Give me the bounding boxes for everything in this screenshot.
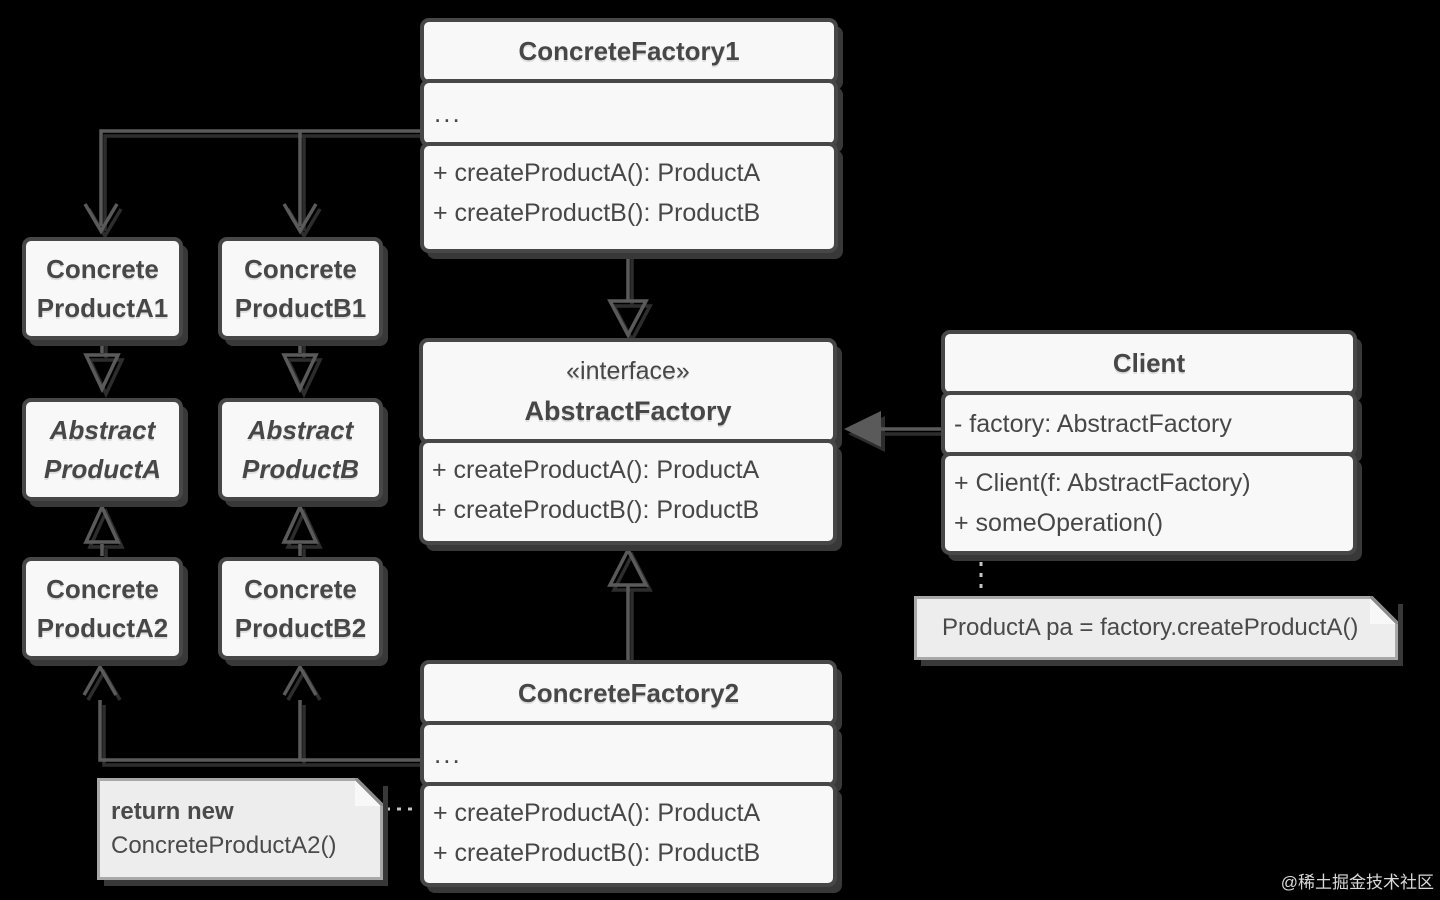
class-methods: + createProductA(): ProductA + createPro… bbox=[420, 142, 838, 253]
title-line-1: Concrete bbox=[244, 573, 357, 604]
title-line-2: ProductA2 bbox=[36, 612, 169, 643]
class-fields: ... bbox=[420, 79, 838, 147]
method-some-operation: + someOperation() bbox=[954, 509, 1164, 537]
class-title: Client bbox=[941, 330, 1357, 396]
title-line-1: Concrete bbox=[244, 253, 357, 284]
method-create-product-a: + createProductA(): ProductA bbox=[432, 456, 760, 484]
title-line-1: Concrete bbox=[46, 573, 159, 604]
class-concrete-factory-1: ConcreteFactory1 ... + createProductA():… bbox=[420, 18, 838, 253]
class-abstract-factory: «interface» AbstractFactory + createProd… bbox=[419, 338, 837, 545]
note-text: ProductA pa = factory.createProductA() bbox=[942, 614, 1359, 641]
note-factory2-return: return new ConcreteProductA2() bbox=[97, 778, 383, 880]
class-methods: + createProductA(): ProductA + createPro… bbox=[420, 782, 837, 887]
class-title: Concrete ProductA2 bbox=[22, 557, 183, 660]
title-line-2: ProductA bbox=[44, 453, 161, 484]
class-title: ConcreteFactory2 bbox=[420, 660, 837, 726]
title-line-2: ProductA1 bbox=[36, 292, 169, 323]
method-client-constructor: + Client(f: AbstractFactory) bbox=[954, 469, 1251, 497]
class-title: Abstract ProductB bbox=[218, 398, 383, 501]
class-methods: + createProductA(): ProductA + createPro… bbox=[419, 439, 837, 545]
class-client: Client - factory: AbstractFactory + Clie… bbox=[941, 330, 1357, 555]
class-title: Concrete ProductB2 bbox=[218, 557, 383, 660]
note-client-usage: ProductA pa = factory.createProductA() bbox=[914, 596, 1398, 660]
class-fields: - factory: AbstractFactory bbox=[941, 391, 1357, 457]
title-line-2: ProductB bbox=[242, 453, 359, 484]
title-line-1: Abstract bbox=[49, 414, 156, 445]
class-methods: + Client(f: AbstractFactory) + someOpera… bbox=[941, 452, 1357, 555]
watermark-text: @稀土掘金技术社区 bbox=[1280, 873, 1434, 892]
interface-name: AbstractFactory bbox=[524, 396, 732, 426]
method-create-product-a: + createProductA(): ProductA bbox=[433, 799, 761, 827]
note-fold-corner-icon bbox=[355, 778, 383, 806]
class-fields: ... bbox=[420, 721, 837, 787]
title-line-2: ProductB1 bbox=[234, 292, 367, 323]
class-concrete-product-b2: Concrete ProductB2 bbox=[218, 557, 383, 660]
class-title: ConcreteFactory1 bbox=[420, 18, 838, 84]
class-concrete-product-a2: Concrete ProductA2 bbox=[22, 557, 183, 660]
class-concrete-product-b1: Concrete ProductB1 bbox=[218, 237, 383, 340]
title-line-2: ProductB2 bbox=[234, 612, 367, 643]
title-line-1: Concrete bbox=[46, 253, 159, 284]
class-abstract-product-b: Abstract ProductB bbox=[218, 398, 383, 501]
class-abstract-product-a: Abstract ProductA bbox=[22, 398, 183, 501]
note-fold-corner-icon bbox=[1370, 596, 1398, 624]
note-text-line-2: ConcreteProductA2() bbox=[111, 832, 337, 859]
class-title: Abstract ProductA bbox=[22, 398, 183, 501]
class-title: Concrete ProductA1 bbox=[22, 237, 183, 340]
class-title: Concrete ProductB1 bbox=[218, 237, 383, 340]
method-create-product-a: + createProductA(): ProductA bbox=[433, 159, 761, 187]
attribute-factory: - factory: AbstractFactory bbox=[954, 410, 1232, 438]
title-line-1: Abstract bbox=[247, 414, 354, 445]
interface-stereotype: «interface» bbox=[566, 357, 690, 385]
class-concrete-factory-2: ConcreteFactory2 ... + createProductA():… bbox=[420, 660, 837, 887]
method-create-product-b: + createProductB(): ProductB bbox=[433, 839, 761, 867]
method-create-product-b: + createProductB(): ProductB bbox=[433, 199, 761, 227]
class-concrete-product-a1: Concrete ProductA1 bbox=[22, 237, 183, 340]
method-create-product-b: + createProductB(): ProductB bbox=[432, 496, 760, 524]
note-text-line-1: return new bbox=[111, 798, 234, 825]
class-title: «interface» AbstractFactory bbox=[419, 338, 837, 444]
